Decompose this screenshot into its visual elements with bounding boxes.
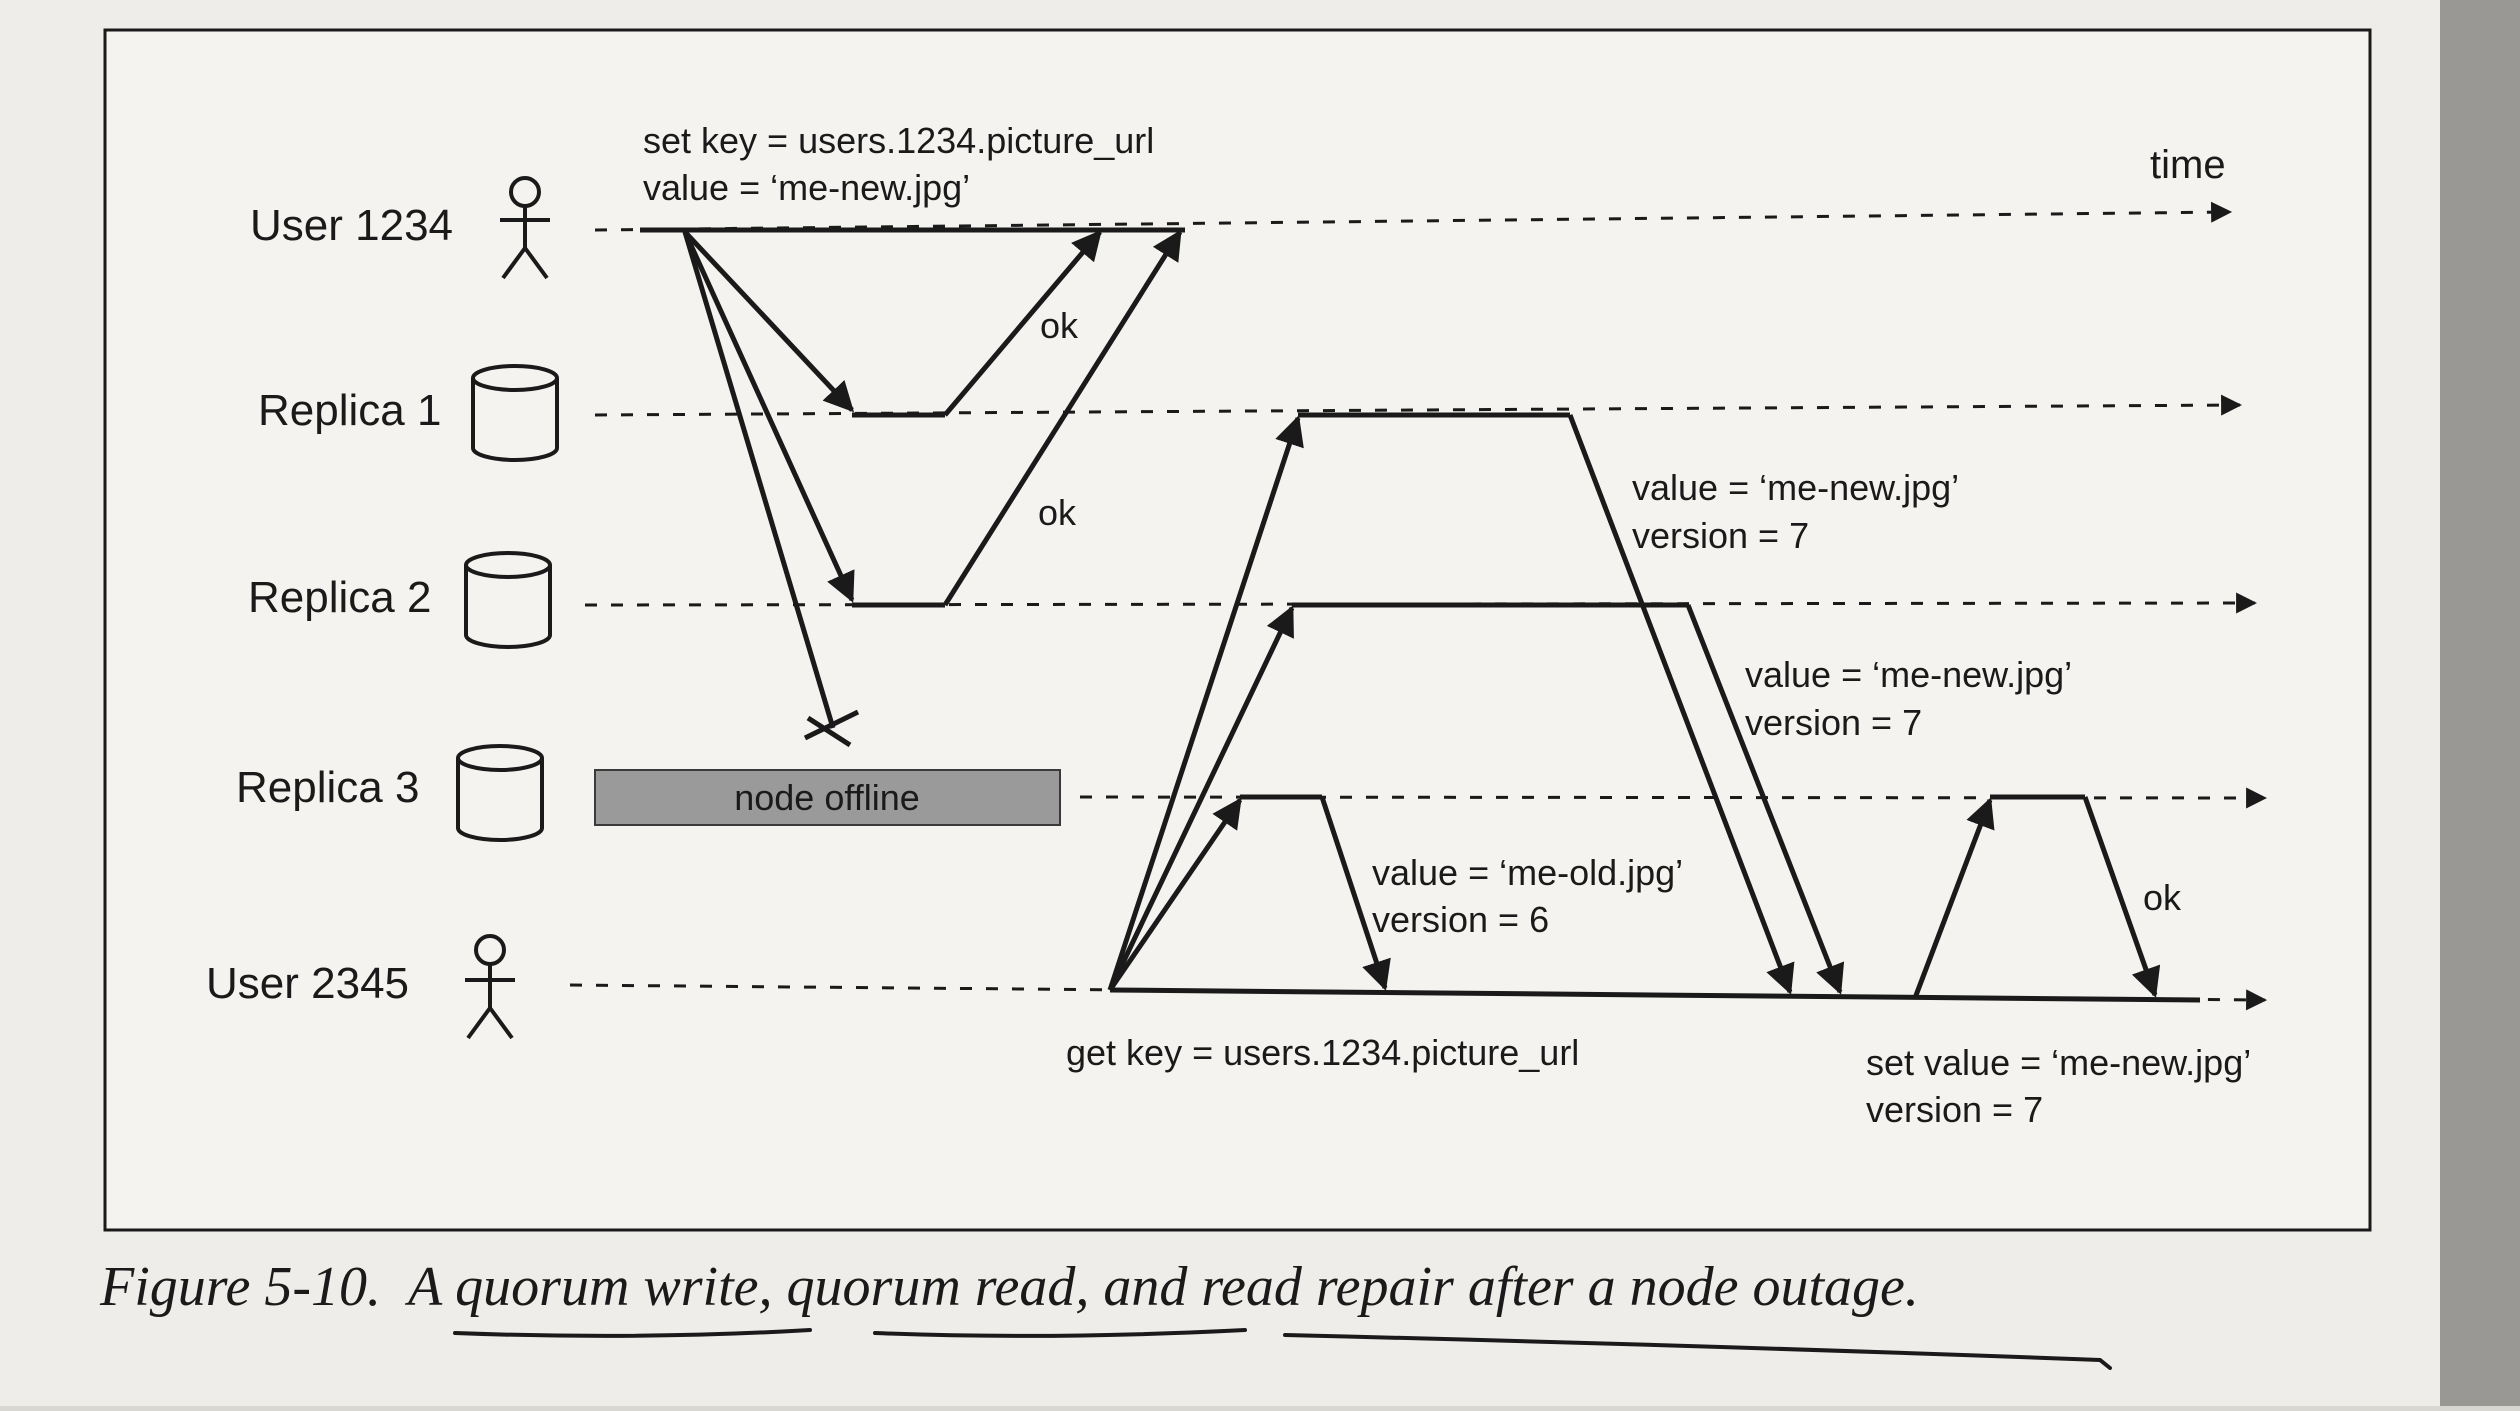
person-icon bbox=[465, 934, 515, 1040]
read-arrow-replica3 bbox=[1107, 797, 1243, 992]
response-arrow-replica3 bbox=[1319, 796, 1391, 991]
label-user2345: User 2345 bbox=[206, 959, 409, 1008]
database-icon bbox=[456, 744, 544, 842]
node-offline-box bbox=[594, 769, 1061, 826]
replica2-response-version: version = 7 bbox=[1745, 702, 1922, 743]
response-arrow-replica2 bbox=[1685, 604, 1845, 995]
failed-write-cross bbox=[803, 709, 860, 741]
failed-write-cross bbox=[806, 715, 852, 748]
replica2-response-value: value = ‘me-new.jpg’ bbox=[1745, 654, 2072, 695]
label-user1234: User 1234 bbox=[250, 201, 453, 250]
caption-prefix: Figure 5-10. bbox=[99, 1256, 381, 1318]
repair-request-version: version = 7 bbox=[1866, 1089, 2043, 1130]
user2345-active-segment bbox=[1109, 987, 2201, 1003]
replica1-response-value: value = ‘me-new.jpg’ bbox=[1632, 467, 1959, 508]
write-arrows bbox=[682, 229, 1183, 748]
time-label: time bbox=[2150, 143, 2226, 187]
write-arrow-replica3-failed bbox=[682, 231, 836, 729]
pen-underlines bbox=[453, 1328, 2112, 1370]
replica3-response-version: version = 6 bbox=[1372, 899, 1549, 940]
ok-label-replica2: ok bbox=[1038, 492, 1077, 533]
replica1-response-version: version = 7 bbox=[1632, 515, 1809, 556]
read-request-label: get key = users.1234.picture_url bbox=[1066, 1032, 1579, 1073]
person-icon bbox=[500, 176, 550, 280]
ok-arrow-replica1 bbox=[943, 229, 1102, 417]
write-request-line2: value = ‘me-new.jpg’ bbox=[643, 167, 970, 208]
timeline-user1234 bbox=[594, 201, 2233, 232]
label-replica1: Replica 1 bbox=[258, 386, 441, 435]
database-icon bbox=[464, 551, 552, 649]
write-arrow-replica2 bbox=[682, 230, 855, 603]
read-arrow-replica1 bbox=[1107, 415, 1304, 991]
write-arrow-replica1 bbox=[683, 230, 855, 413]
ok-label-replica1: ok bbox=[1040, 305, 1079, 346]
page-edge-shadow bbox=[2440, 0, 2520, 1406]
repair-arrow-replica3 bbox=[1912, 797, 1995, 999]
read-arrow-replica2 bbox=[1107, 605, 1295, 992]
label-replica2: Replica 2 bbox=[248, 573, 431, 622]
read-arrows bbox=[1107, 412, 1845, 995]
figure-caption: Figure 5-10. A quorum write, quorum read… bbox=[99, 1256, 1919, 1318]
repair-ok-arrow bbox=[2082, 796, 2161, 998]
node-offline-label: node offline bbox=[734, 777, 920, 818]
label-replica3: Replica 3 bbox=[236, 763, 419, 812]
replica3-response-value: value = ‘me-old.jpg’ bbox=[1372, 852, 1683, 893]
repair-ok-label: ok bbox=[2143, 877, 2182, 918]
repair-request-value: set value = ‘me-new.jpg’ bbox=[1866, 1042, 2251, 1083]
ok-arrow-replica2 bbox=[942, 229, 1183, 607]
caption-text: A quorum write, quorum read, and read re… bbox=[404, 1256, 1919, 1318]
response-arrow-replica1 bbox=[1567, 414, 1795, 995]
read-repair-arrows bbox=[1912, 794, 2161, 999]
database-icon bbox=[471, 364, 559, 462]
write-request-line1: set key = users.1234.picture_url bbox=[643, 120, 1154, 161]
